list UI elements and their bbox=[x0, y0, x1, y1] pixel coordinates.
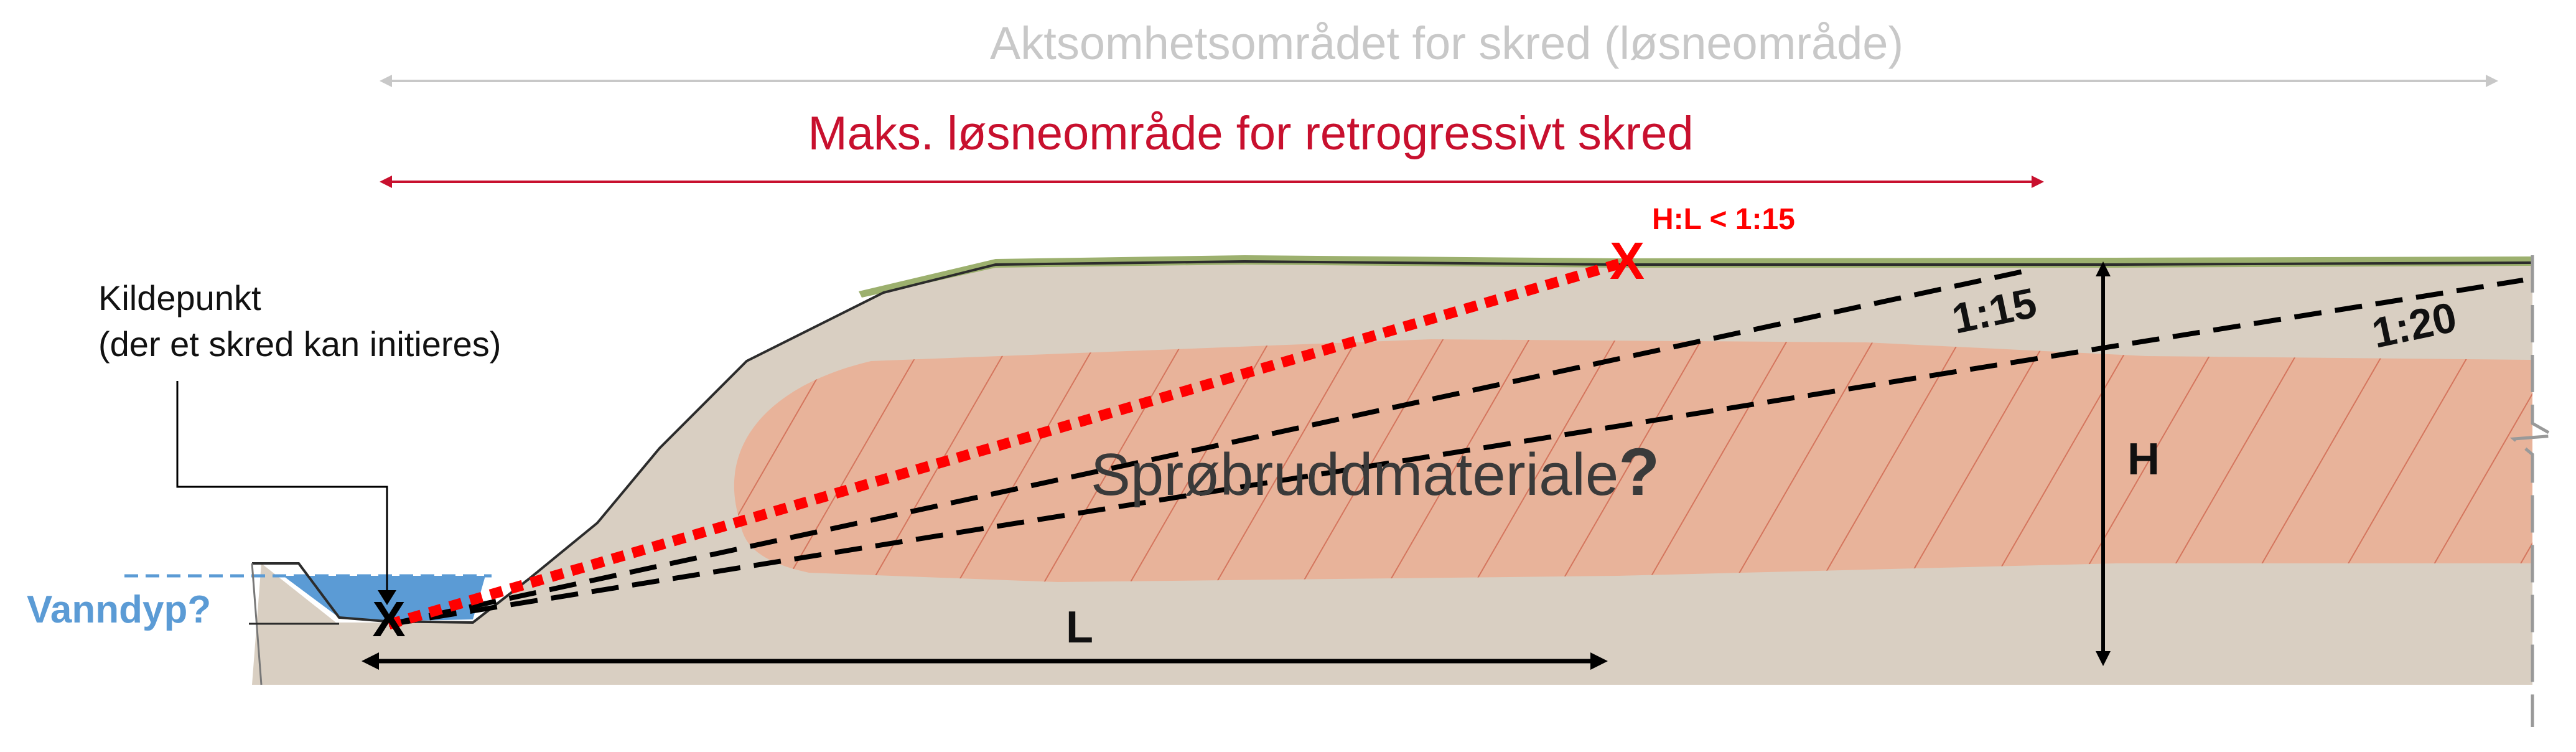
grass-surface bbox=[859, 255, 2532, 298]
critical-point-marker: X bbox=[1610, 232, 1645, 290]
brittle-material-question: ? bbox=[1618, 434, 1659, 509]
susceptibility-area-label: Aktsomhetsområdet for skred (løsneområde… bbox=[990, 17, 1903, 69]
source-point-label-line2: (der et skred kan initieres) bbox=[98, 324, 501, 364]
source-point-leader-arrow bbox=[378, 590, 396, 605]
brittle-material-hatch bbox=[734, 339, 2532, 582]
source-point-label-line1: Kildepunkt bbox=[98, 278, 261, 317]
water-depth-label: Vanndyp? bbox=[27, 588, 211, 631]
slope-line-1-15 bbox=[388, 266, 2035, 627]
ratio-condition-label: H:L < 1:15 bbox=[1652, 203, 1795, 236]
terrain-outline bbox=[252, 260, 2533, 624]
height-label: H bbox=[2127, 435, 2160, 484]
slope-line-1-20 bbox=[388, 278, 2524, 627]
critical-ratio-line bbox=[387, 256, 1629, 630]
length-label: L bbox=[1066, 603, 1093, 652]
max-release-area-label: Maks. løsneområde for retrogressivt skre… bbox=[808, 107, 1693, 160]
brittle-material-text: Sprøbruddmateriale bbox=[1091, 441, 1618, 508]
brittle-material-label: Sprøbruddmateriale? bbox=[1091, 434, 1659, 509]
section-break-line bbox=[2509, 255, 2560, 727]
source-point-leader-line bbox=[176, 381, 388, 596]
